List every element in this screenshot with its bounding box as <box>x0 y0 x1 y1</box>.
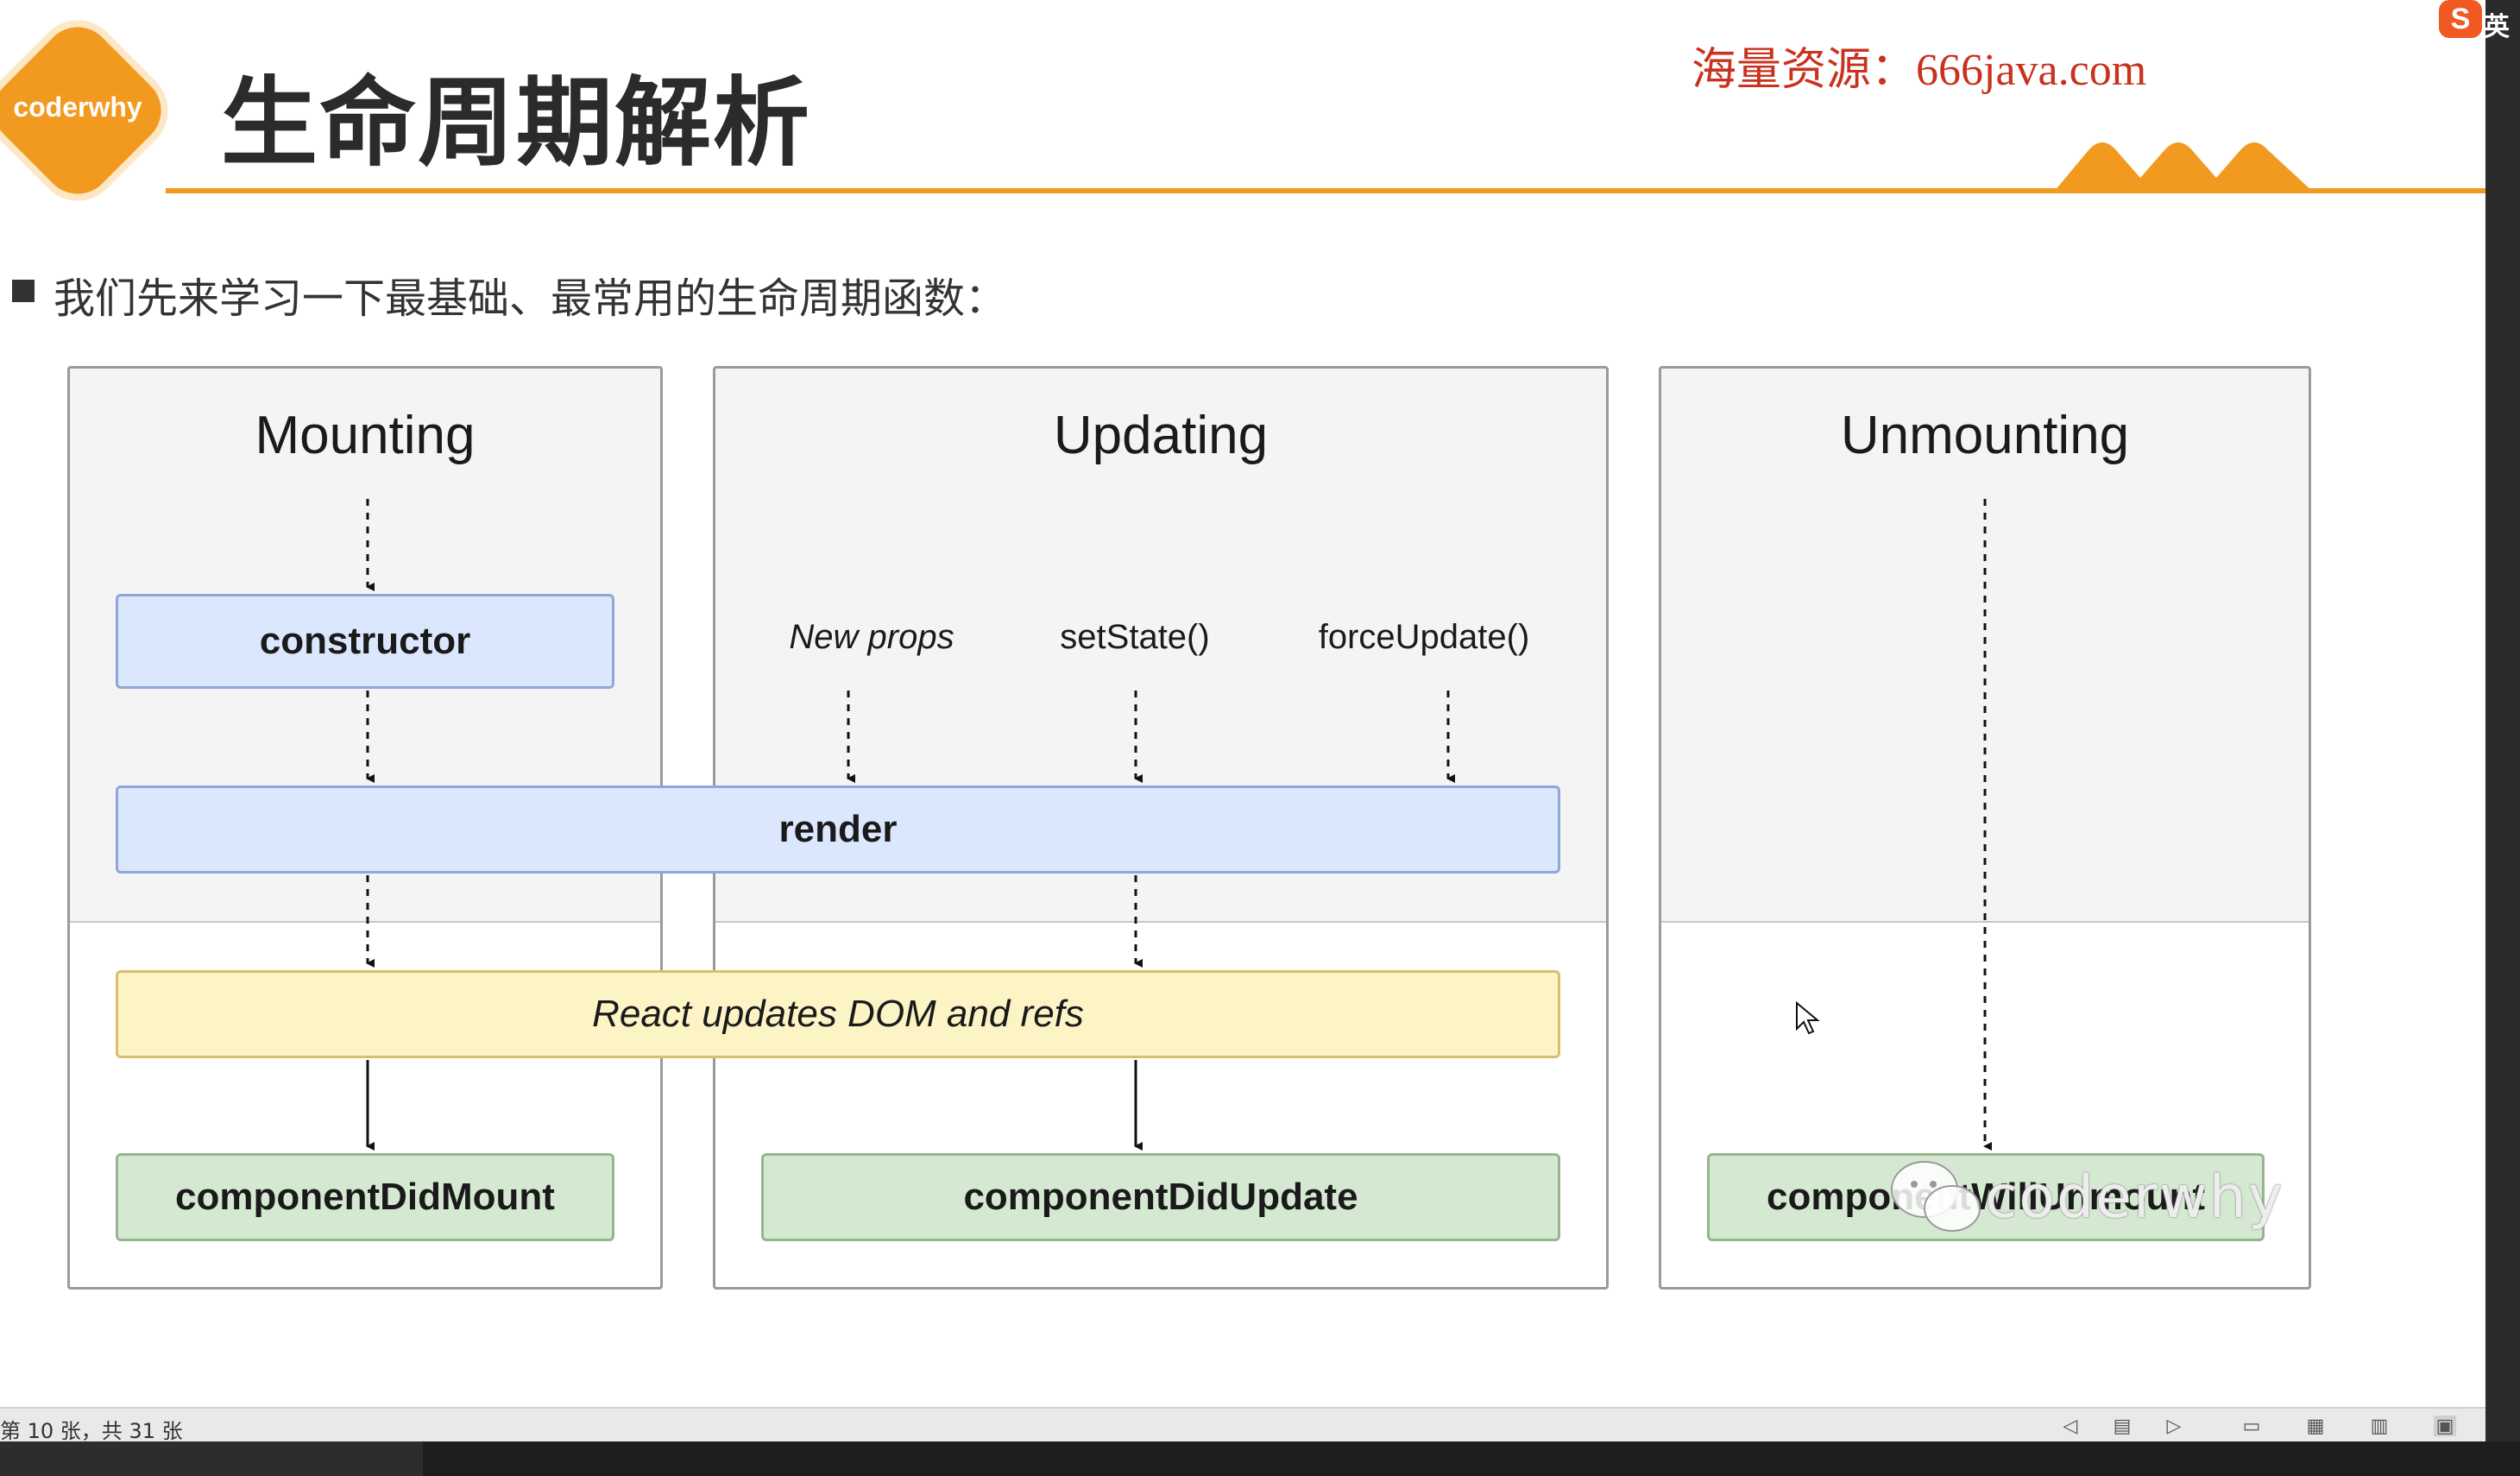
promo-text: 海量资源：666java.com <box>1692 46 2147 95</box>
watermark-text: coderwhy <box>1985 1164 2284 1232</box>
mountain-decoration-icon <box>2054 142 2313 192</box>
constructor-node: constructor <box>116 594 614 689</box>
normal-view-icon[interactable]: ▭ <box>2242 1415 2261 1436</box>
bullet-text: 我们先来学习一下最基础、最常用的生命周期函数： <box>54 274 1007 323</box>
next-slide-icon[interactable]: ▷ <box>2166 1415 2182 1436</box>
logo-text: coderwhy <box>13 91 142 123</box>
slide-title: 生命周期解析 <box>221 67 811 180</box>
mouse-cursor-icon <box>1796 1001 1820 1035</box>
slide: coderwhy 生命周期解析 海量资源：666java.com 我们先来学习一… <box>0 0 2485 1407</box>
wechat-watermark-icon <box>1891 1161 1981 1232</box>
react-updates-node: React updates DOM and refs <box>116 970 1560 1058</box>
render-node: render <box>116 785 1560 874</box>
status-bar: 第 10 张，共 31 张 ◁ ▤ ▷ ▭ ▦ ▥ ▣ <box>0 1407 2485 1443</box>
updating-title: Updating <box>1053 406 1269 465</box>
component-will-unmount-node: componentWillUnmount <box>1707 1153 2265 1241</box>
reading-view-icon[interactable]: ▥ <box>2370 1415 2389 1436</box>
ime-language-label[interactable]: 英 <box>2484 13 2510 41</box>
status-right-edge <box>2485 1407 2520 1441</box>
trigger-force-update: forceUpdate() <box>1318 618 1530 656</box>
taskbar-left-section <box>0 1441 423 1476</box>
bullet-square-icon <box>12 280 35 302</box>
unmounting-title: Unmounting <box>1840 406 2130 465</box>
previous-slide-icon[interactable]: ◁ <box>2063 1415 2078 1436</box>
slide-menu-icon[interactable]: ▤ <box>2113 1415 2132 1436</box>
window-right-edge <box>2485 0 2520 1407</box>
panel-divider <box>1661 921 2309 923</box>
trigger-set-state: setState() <box>1060 618 1210 656</box>
title-underline <box>166 188 2485 193</box>
trigger-new-props: New props <box>789 618 954 656</box>
panel-divider <box>715 921 1606 923</box>
unmounting-panel: Unmounting <box>1659 366 2311 1290</box>
sogou-ime-icon[interactable]: S <box>2439 0 2482 38</box>
slideshow-icon[interactable]: ▣ <box>2434 1416 2456 1436</box>
component-did-update-node: componentDidUpdate <box>761 1153 1560 1241</box>
panel-divider <box>70 921 660 923</box>
component-did-mount-node: componentDidMount <box>116 1153 614 1241</box>
slide-sorter-icon[interactable]: ▦ <box>2306 1415 2325 1436</box>
slide-counter: 第 10 张，共 31 张 <box>0 1419 183 1443</box>
mounting-title: Mounting <box>255 406 476 465</box>
